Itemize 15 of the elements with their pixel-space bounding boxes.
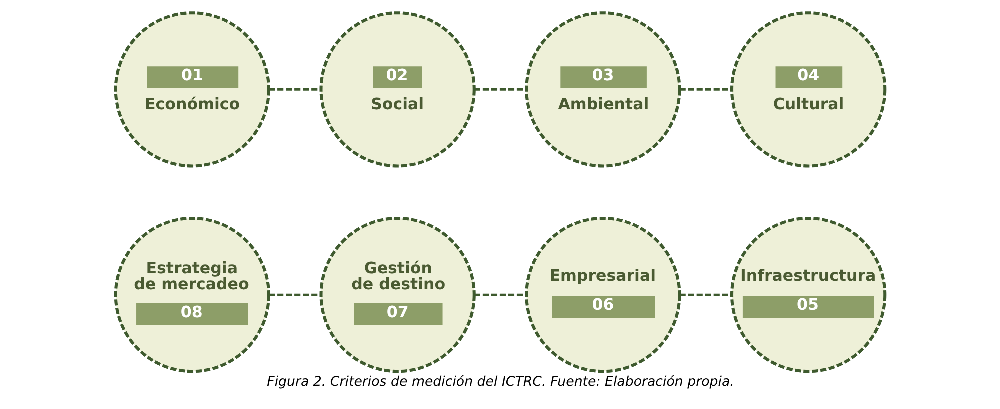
node-circle: Infraestructura 05 (730, 216, 886, 374)
caption: Figura 2. Criterios de medición del ICTRC. Fuente: Elaboración propia. (266, 374, 734, 390)
connector (474, 294, 526, 296)
connector (268, 294, 320, 296)
node-circle: 02 Social (319, 12, 476, 168)
connector (679, 88, 732, 91)
node-circle: 04 Cultural (730, 12, 886, 168)
connector (474, 88, 526, 91)
connector (268, 88, 320, 91)
node-circle: Empresarial 06 (524, 216, 681, 374)
node-circle: Estrategia de mercadeo 08 (114, 216, 270, 374)
node-circle: 01 Económico (114, 12, 270, 168)
node-circle: 03 Ambiental (524, 12, 681, 168)
connector (679, 294, 732, 296)
node-circle: Gestión de destino 07 (319, 216, 476, 374)
